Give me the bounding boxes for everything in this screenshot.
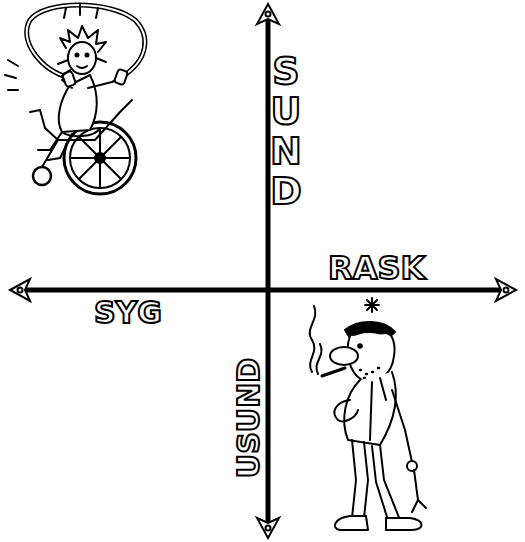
axis-label-top: SUND <box>267 52 305 212</box>
vertical-axis <box>266 22 271 522</box>
wheelchair-figure <box>5 5 145 194</box>
axis-label-left: SYG <box>94 298 162 328</box>
horizontal-axis <box>26 288 500 293</box>
smoker-figure <box>310 298 426 530</box>
axis-label-right: RASK <box>328 252 425 284</box>
axis-arrowheads <box>10 4 516 538</box>
axis-label-bottom: USUND <box>234 358 264 478</box>
